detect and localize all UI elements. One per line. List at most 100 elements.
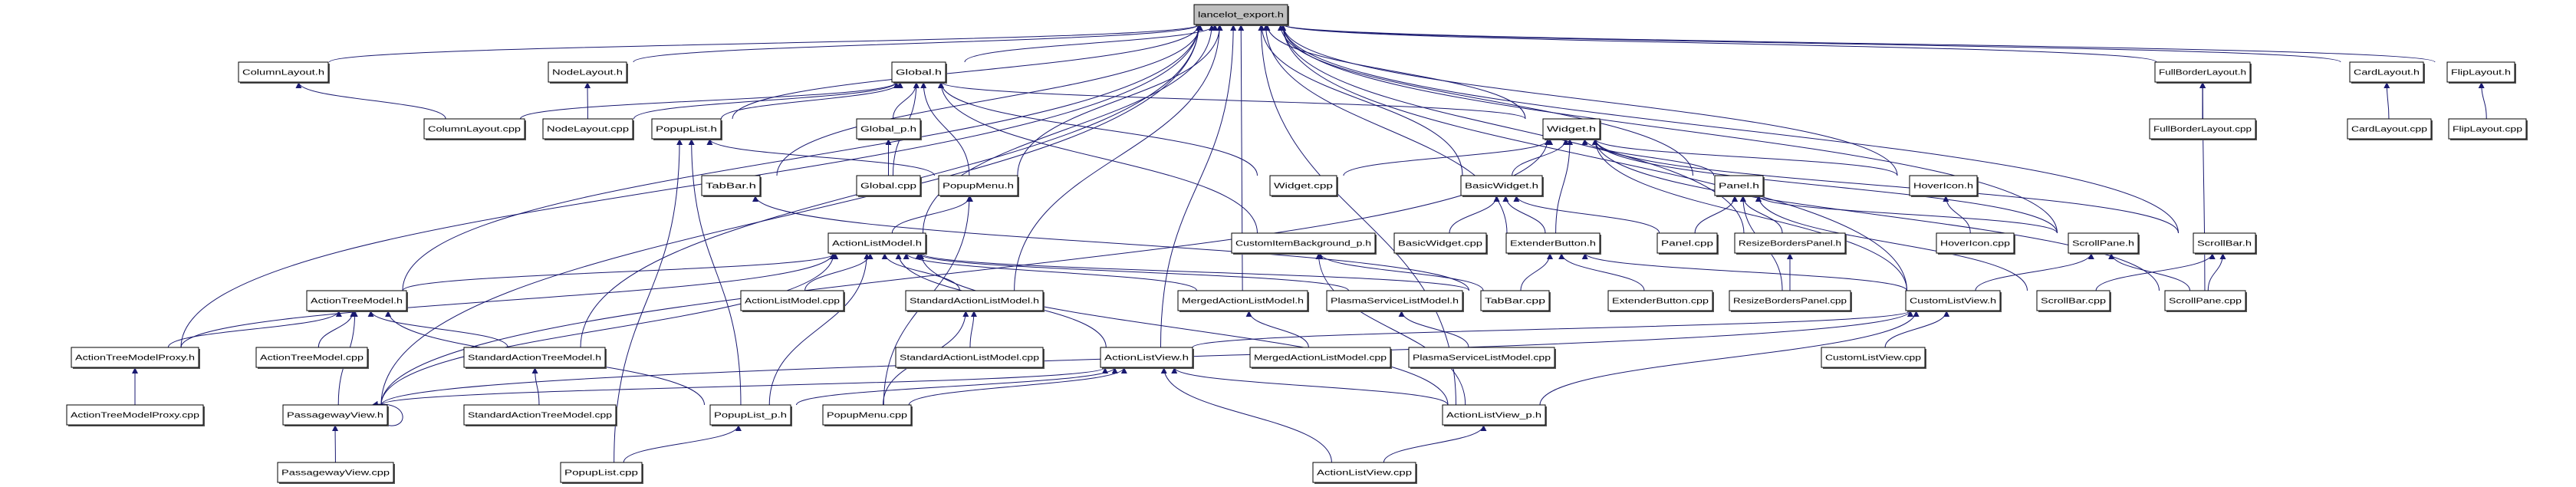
node-actionlistmodel-h[interactable]: ActionListModel.h <box>827 232 927 255</box>
node-fullborderlayout-h[interactable]: FullBorderLayout.h <box>2154 61 2252 84</box>
node-resizeborderspanel-cpp[interactable]: ResizeBordersPanel.cpp <box>1729 290 1852 312</box>
node-basicwidget-cpp[interactable]: BasicWidget.cpp <box>1393 232 1488 255</box>
node-box <box>1193 4 1288 25</box>
node-basicwidget-h[interactable]: BasicWidget.h <box>1460 175 1544 197</box>
node-hovericon-h[interactable]: HoverIcon.h <box>1909 175 1979 197</box>
edge-widget-cpp-to-global-h <box>938 81 1258 176</box>
node-scrollbar-h[interactable]: ScrollBar.h <box>2193 232 2257 255</box>
edge-popuplist-cpp-to-popuplist-p-h <box>623 424 742 463</box>
node-label: CardLayout.cpp <box>2351 126 2428 134</box>
node-popuplist-cpp[interactable]: PopupList.cpp <box>560 462 643 484</box>
node-label: HoverIcon.cpp <box>1940 240 2011 248</box>
node-popupmenu-cpp[interactable]: PopupMenu.cpp <box>822 404 913 426</box>
node-widget-h[interactable]: Widget.h <box>1542 118 1601 140</box>
node-nodelayout-cpp[interactable]: NodeLayout.cpp <box>542 118 634 140</box>
node-customlistview-cpp[interactable]: CustomListView.cpp <box>1821 347 1926 369</box>
node-label: StandardActionTreeModel.cpp <box>468 412 613 420</box>
edge-extenderbutton-cpp-to-extenderbutton-h <box>1558 252 1645 291</box>
node-scrollpane-h[interactable]: ScrollPane.h <box>2068 232 2140 255</box>
node-box <box>1821 347 1926 368</box>
node-plasmaservicelistmodel-h[interactable]: PlasmaServiceListModel.h <box>1326 290 1464 312</box>
node-global-h[interactable]: Global.h <box>891 61 947 84</box>
node-standardactionlistmodel-h[interactable]: StandardActionListModel.h <box>905 290 1045 312</box>
node-actiontreemodelproxy-cpp[interactable]: ActionTreeModelProxy.cpp <box>66 404 205 426</box>
node-widget-cpp[interactable]: Widget.cpp <box>1269 175 1338 197</box>
node-panel-h[interactable]: Panel.h <box>1714 175 1765 197</box>
node-box <box>1936 232 2015 254</box>
node-actiontreemodel-cpp[interactable]: ActionTreeModel.cpp <box>255 347 369 369</box>
edge-standardactionlistmodel-h-to-lancelot-export-h <box>1014 24 1223 291</box>
node-scrollpane-cpp[interactable]: ScrollPane.cpp <box>2164 290 2247 312</box>
node-box <box>856 175 921 196</box>
node-standardactiontreemodel-cpp[interactable]: StandardActionTreeModel.cpp <box>463 404 617 426</box>
node-box <box>542 118 633 140</box>
edge-customlistview-h-to-extenderbutton-h <box>1581 252 1907 291</box>
node-actionlistview-h[interactable]: ActionListView.h <box>1100 347 1194 369</box>
node-actiontreemodel-h[interactable]: ActionTreeModel.h <box>306 290 408 312</box>
edge-panel-cpp-to-basicwidget-h <box>1513 195 1660 234</box>
node-box <box>1249 347 1391 368</box>
node-tabbar-cpp[interactable]: TabBar.cpp <box>1480 290 1551 312</box>
node-tabbar-h[interactable]: TabBar.h <box>701 175 762 197</box>
node-box <box>2154 61 2251 83</box>
node-box <box>71 347 199 368</box>
node-box <box>1231 232 1376 254</box>
edge-customitembackground-p-h-to-global-h <box>938 81 1258 234</box>
node-label: CardLayout.h <box>2354 69 2420 77</box>
node-box <box>856 118 921 140</box>
node-label: BasicWidget.h <box>1465 183 1538 191</box>
node-popupmenu-h[interactable]: PopupMenu.h <box>938 175 1019 197</box>
node-panel-cpp[interactable]: Panel.cpp <box>1656 232 1719 255</box>
node-label: ActionTreeModel.h <box>311 298 403 306</box>
node-actionlistview-p-h[interactable]: ActionListView_p.h <box>1442 404 1547 426</box>
node-label: PopupMenu.cpp <box>827 412 908 420</box>
node-customitembackground-p-h[interactable]: CustomItemBackground_p.h <box>1231 232 1377 255</box>
node-fullborderlayout-cpp[interactable]: FullBorderLayout.cpp <box>2149 118 2257 140</box>
node-label: Global.h <box>896 69 942 77</box>
edge-actionlistview-p-h-to-actionlistmodel-h <box>918 252 1449 406</box>
node-label: ScrollBar.cpp <box>2041 298 2107 306</box>
node-passagewayview-h[interactable]: PassagewayView.h <box>282 404 389 426</box>
node-extenderbutton-h[interactable]: ExtenderButton.h <box>1505 232 1601 255</box>
node-box <box>822 404 912 426</box>
node-columnlayout-cpp[interactable]: ColumnLayout.cpp <box>423 118 526 140</box>
node-fliplayout-cpp[interactable]: FlipLayout.cpp <box>2448 118 2528 140</box>
node-label: CustomListView.h <box>1910 298 1996 306</box>
node-nodelayout-h[interactable]: NodeLayout.h <box>548 61 628 84</box>
node-popuplist-p-h[interactable]: PopupList_p.h <box>709 404 792 426</box>
edge-passagewayview-h-to-actionlistview-h <box>380 367 1108 406</box>
edge-basicwidget-h-to-widget-h <box>1512 138 1569 176</box>
node-scrollbar-cpp[interactable]: ScrollBar.cpp <box>2036 290 2111 312</box>
node-mergedactionlistmodel-cpp[interactable]: MergedActionListModel.cpp <box>1249 347 1392 369</box>
node-lancelot-export-h[interactable]: lancelot_export.h <box>1193 4 1289 26</box>
node-label: ColumnLayout.h <box>242 69 324 77</box>
node-global-cpp[interactable]: Global.cpp <box>856 175 922 197</box>
edge-scrollpane-cpp-to-scrollbar-h <box>2207 252 2226 291</box>
node-box <box>423 118 525 140</box>
node-popuplist-h[interactable]: PopupList.h <box>651 118 722 140</box>
node-actiontreemodelproxy-h[interactable]: ActionTreeModelProxy.h <box>71 347 200 369</box>
node-fliplayout-h[interactable]: FlipLayout.h <box>2446 61 2516 84</box>
node-columnlayout-h[interactable]: ColumnLayout.h <box>238 61 330 84</box>
node-actionlistview-cpp[interactable]: ActionListView.cpp <box>1312 462 1417 484</box>
node-customlistview-h[interactable]: CustomListView.h <box>1905 290 2002 312</box>
node-standardactiontreemodel-h[interactable]: StandardActionTreeModel.h <box>463 347 607 369</box>
node-label: StandardActionListModel.h <box>910 298 1039 306</box>
edge-hovericon-h-to-widget-h <box>1592 138 1898 176</box>
node-resizeborderspanel-h[interactable]: ResizeBordersPanel.h <box>1734 232 1847 255</box>
node-passagewayview-cpp[interactable]: PassagewayView.cpp <box>277 462 395 484</box>
node-plasmaservicelistmodel-cpp[interactable]: PlasmaServiceListModel.cpp <box>1408 347 1556 369</box>
node-box <box>1408 347 1555 368</box>
node-actionlistmodel-cpp[interactable]: ActionListModel.cpp <box>740 290 845 312</box>
node-mergedactionlistmodel-h[interactable]: MergedActionListModel.h <box>1177 290 1309 312</box>
node-extenderbutton-cpp[interactable]: ExtenderButton.cpp <box>1607 290 1714 312</box>
node-global-p-h[interactable]: Global_p.h <box>856 118 922 140</box>
node-label: FlipLayout.cpp <box>2453 126 2523 134</box>
node-standardactionlistmodel-cpp[interactable]: StandardActionListModel.cpp <box>895 347 1045 369</box>
edge-popuplist-p-h-to-popuplist-h <box>688 138 742 406</box>
node-hovericon-cpp[interactable]: HoverIcon.cpp <box>1936 232 2015 255</box>
node-cardlayout-h[interactable]: CardLayout.h <box>2349 61 2425 84</box>
node-cardlayout-cpp[interactable]: CardLayout.cpp <box>2347 118 2433 140</box>
node-box <box>1480 290 1550 311</box>
